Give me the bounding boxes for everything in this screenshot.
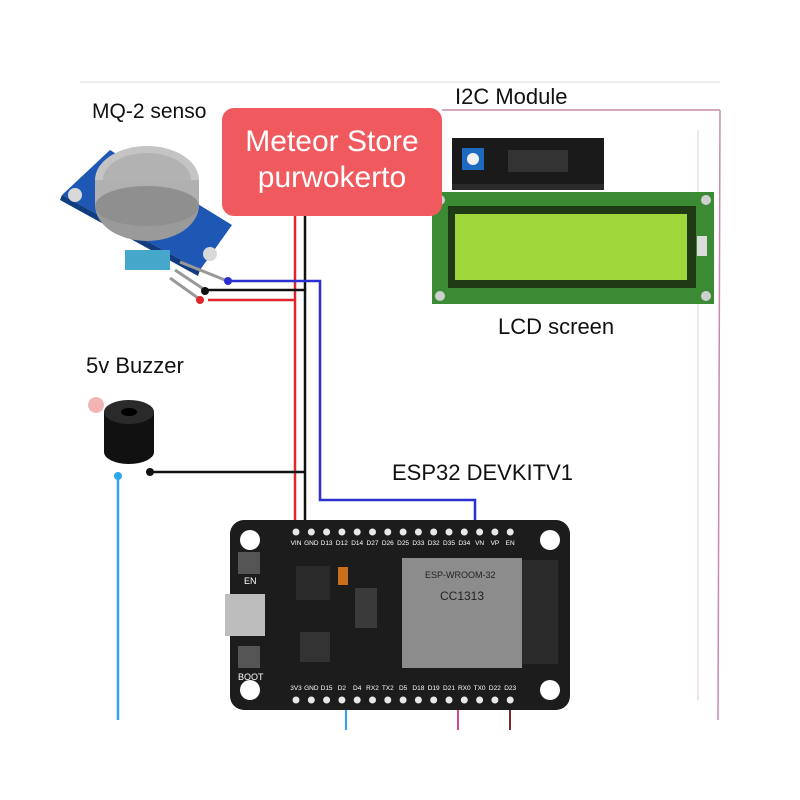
- bottom-pin-label-d5: D5: [399, 685, 408, 692]
- bottom-pin-d22: [491, 696, 499, 704]
- mq2-sensor-label: MQ-2 senso: [92, 100, 207, 123]
- bottom-pin-label-d23: D23: [504, 685, 516, 692]
- boot-button-label: BOOT: [238, 672, 264, 682]
- top-pin-d26: [384, 528, 392, 536]
- bottom-pin-d15: [323, 696, 331, 704]
- top-pin-label-vp: VP: [491, 540, 500, 547]
- top-pin-vp: [491, 528, 499, 536]
- top-pin-label-d12: D12: [336, 540, 348, 547]
- esp32-board: [225, 520, 570, 710]
- gnd-wire: [208, 288, 307, 530]
- bottom-pin-label-d19: D19: [428, 685, 440, 692]
- top-pin-en: [506, 528, 514, 536]
- top-pin-d34: [460, 528, 468, 536]
- top-pin-label-d14: D14: [351, 540, 363, 547]
- bottom-pin-label-d15: D15: [321, 685, 333, 692]
- store-watermark-badge: Meteor Store purwokerto: [222, 108, 442, 216]
- top-pin-d32: [430, 528, 438, 536]
- top-pin-d35: [445, 528, 453, 536]
- top-pin-label-d13: D13: [321, 540, 333, 547]
- bottom-pin-label-rx0: RX0: [458, 685, 471, 692]
- top-pin-label-d27: D27: [367, 540, 379, 547]
- lcd-screen: [432, 192, 714, 304]
- top-pin-d27: [369, 528, 376, 536]
- top-pin-label-d25: D25: [397, 540, 409, 547]
- top-pin-d33: [414, 528, 422, 536]
- vin-wire: [208, 298, 297, 530]
- bottom-pin-d18: [414, 696, 422, 704]
- store-name: Meteor Store: [245, 125, 419, 158]
- bottom-pin-rx0: [460, 696, 468, 704]
- bottom-pin-label-tx0: TX0: [474, 685, 486, 692]
- bottom-pin-label-d4: D4: [353, 685, 362, 692]
- esp32-bottom-pins: [292, 696, 514, 704]
- bottom-pin-tx0: [476, 696, 484, 704]
- top-pin-label-en: EN: [506, 540, 515, 547]
- bottom-pin-gnd: [307, 696, 315, 704]
- module-text-model: ESP-WROOM-32: [425, 570, 496, 580]
- frame-right-wire: [717, 109, 721, 721]
- top-pin-d12: [338, 528, 346, 536]
- esp32-top-pins: [292, 528, 514, 536]
- bottom-pin-3v3: [292, 696, 300, 704]
- top-pin-vin: [292, 528, 300, 536]
- bottom-pin-label-rx2: RX2: [366, 685, 379, 692]
- i2c-module-label: I2C Module: [455, 84, 568, 109]
- top-pin-label-vn: VN: [475, 540, 484, 547]
- mq2-sensor: [60, 146, 232, 300]
- top-pin-label-gnd: GND: [304, 540, 319, 547]
- bottom-pin-label-d22: D22: [489, 685, 501, 692]
- bottom-pin-d2: [338, 696, 346, 704]
- top-pin-label-d26: D26: [382, 540, 394, 547]
- buzzer: [88, 397, 154, 464]
- bottom-pin-d19: [430, 696, 438, 704]
- bottom-pin-tx2: [384, 696, 392, 704]
- top-pin-label-d35: D35: [443, 540, 455, 547]
- bottom-pin-d23: [506, 696, 514, 704]
- bottom-pin-d21: [445, 696, 453, 704]
- bottom-pin-rx2: [369, 696, 376, 704]
- esp32-label: ESP32 DEVKITV1: [392, 460, 573, 485]
- bottom-pin-d4: [353, 696, 361, 704]
- top-pin-label-d33: D33: [412, 540, 424, 547]
- store-city: purwokerto: [257, 161, 407, 194]
- bottom-pin-label-d2: D2: [338, 685, 347, 692]
- bottom-pin-label-3v3: 3V3: [290, 685, 302, 692]
- bottom-pin-label-gnd: GND: [304, 685, 319, 692]
- top-pin-d25: [399, 528, 407, 536]
- top-pin-d13: [323, 528, 331, 536]
- top-pin-label-d32: D32: [428, 540, 440, 547]
- module-text-cert: CC1313: [440, 589, 484, 603]
- top-pin-vn: [476, 528, 484, 536]
- bottom-pin-label-d21: D21: [443, 685, 455, 692]
- en-button-label: EN: [244, 576, 257, 586]
- top-pin-gnd: [307, 528, 315, 536]
- top-pin-d14: [353, 528, 361, 536]
- top-pin-label-vin: VIN: [291, 540, 302, 547]
- buzzer-label: 5v Buzzer: [86, 353, 184, 378]
- bottom-pin-d5: [399, 696, 407, 704]
- bottom-pin-label-tx2: TX2: [382, 685, 394, 692]
- top-pin-label-d34: D34: [458, 540, 470, 547]
- mq2-signal-wire: [228, 279, 477, 530]
- i2c-module: [452, 138, 604, 190]
- bottom-pin-label-d18: D18: [412, 685, 424, 692]
- lcd-screen-label: LCD screen: [498, 314, 615, 339]
